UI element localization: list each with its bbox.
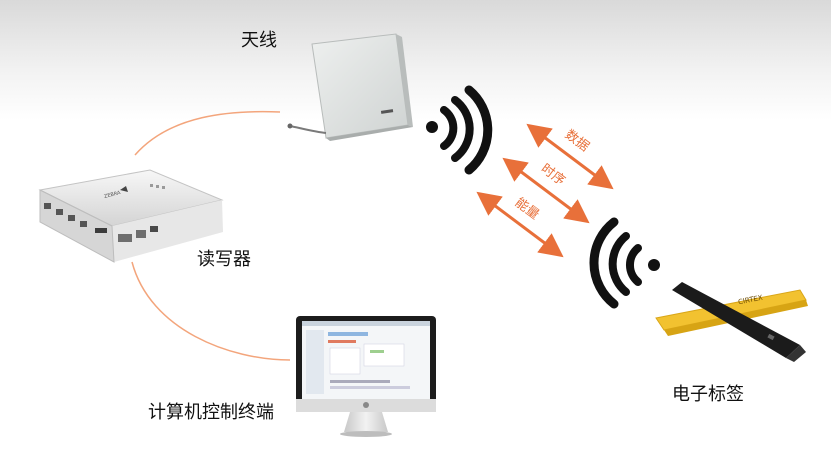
label-tag: 电子标签 bbox=[672, 380, 744, 406]
connector-reader-computer bbox=[132, 262, 290, 360]
reader-icon bbox=[40, 170, 223, 262]
label-computer: 计算机控制终端 bbox=[148, 398, 274, 424]
wireless-waves-right-icon bbox=[594, 222, 660, 304]
antenna-icon bbox=[288, 34, 414, 141]
label-antenna: 天线 bbox=[241, 26, 277, 52]
wireless-waves-left-icon bbox=[426, 90, 488, 170]
label-reader: 读写器 bbox=[197, 245, 251, 271]
connector-reader-antenna bbox=[135, 112, 280, 155]
computer-icon bbox=[296, 316, 436, 437]
rfid-tag-icon bbox=[656, 282, 808, 362]
